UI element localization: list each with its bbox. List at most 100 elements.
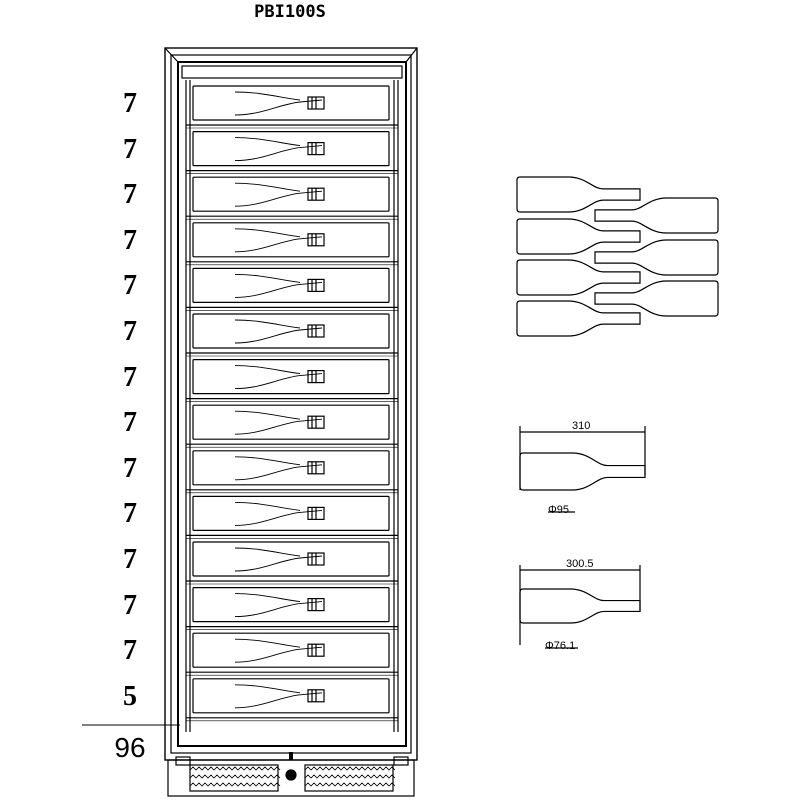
model-title: PBI100S [254, 2, 326, 22]
bottle-outline [234, 509, 323, 526]
stacked-bottle [516, 300, 641, 337]
shelf-count-label: 7 [123, 179, 137, 211]
wine-shelf [186, 586, 398, 630]
shelf-tray [192, 131, 390, 167]
bottle-outline [234, 236, 323, 253]
shelf-count-label: 7 [123, 635, 137, 667]
bottle-outline [234, 418, 323, 435]
shelf-count-label: 7 [123, 133, 137, 165]
bottle-large-body [519, 452, 646, 491]
vent-pattern [304, 766, 396, 771]
shelf-tray [192, 632, 390, 668]
bottle-outline [234, 456, 301, 466]
wine-shelf [186, 222, 398, 266]
bottle-outline [234, 228, 301, 238]
bottle-small-outline [519, 588, 641, 624]
bottle-outline [234, 137, 301, 147]
shelf-tray [192, 313, 390, 349]
wine-shelf [186, 313, 398, 357]
top-corner-left [164, 47, 179, 63]
shelf-count-label: 7 [123, 544, 137, 575]
total-capacity: 96 [114, 732, 146, 763]
bottle-large-dimension: 310 Φ95 [519, 420, 646, 516]
shelf-count-label: 7 [123, 88, 137, 119]
vent-pattern [304, 782, 396, 787]
shelf-tray [192, 359, 390, 395]
bottle-stack-arrangement [516, 176, 719, 337]
stacked-bottle [594, 280, 719, 317]
bottle-outline [234, 273, 301, 283]
stacked-bottle [516, 259, 641, 296]
wine-shelf [186, 267, 398, 311]
bottle-small-diameter: Φ76.1 [545, 640, 575, 652]
wine-shelf [186, 541, 398, 585]
lock-icon [285, 769, 297, 781]
shelf-count-label: 5 [123, 680, 137, 712]
shelf-count-label: 7 [123, 316, 137, 347]
bottle-outline [234, 365, 301, 375]
bottle-large-outline [519, 452, 646, 491]
bottle-outline [234, 145, 323, 162]
shelf-tray [192, 678, 390, 714]
bottle-outline [234, 99, 323, 116]
shelf-tray [192, 85, 390, 121]
wine-shelf [186, 176, 398, 220]
bottle-outline [234, 593, 301, 603]
shelf-tray [192, 495, 390, 531]
shelf-tray [192, 404, 390, 440]
bottle-small-dimension: 300.5 Φ76.1 [519, 558, 641, 652]
bottle-small-body [519, 588, 641, 624]
shelf-tray [192, 222, 390, 258]
kick-plate [167, 752, 415, 797]
bottle-outline [234, 410, 301, 420]
shelf-count-label: 7 [123, 270, 137, 302]
bottle-large-length: 310 [572, 420, 590, 432]
bottle-outline [234, 692, 323, 709]
wine-shelf [186, 632, 398, 676]
shelf-count-label: 7 [123, 361, 137, 393]
bottle-outline [234, 646, 323, 663]
door-frame [177, 61, 407, 747]
bottle-outline [234, 281, 323, 298]
stacked-bottle [594, 197, 719, 234]
wine-shelf [186, 359, 398, 402]
vent-pattern [189, 774, 281, 779]
shelf-count-label: 7 [123, 589, 137, 621]
wine-shelf [186, 131, 398, 174]
bottle-outline [234, 327, 323, 344]
bottle-outline [234, 555, 323, 572]
shelf-count-label: 7 [123, 224, 137, 256]
top-corner-right [405, 47, 418, 63]
bottle-outline [234, 319, 301, 329]
wine-shelf [186, 678, 398, 722]
foot-right [393, 756, 409, 766]
shelf-count-label: 7 [123, 452, 137, 484]
shelf-tray [192, 541, 390, 577]
bottle-outline [234, 464, 323, 481]
bottle-outline [234, 91, 301, 101]
cabinet-inner-frame [170, 54, 412, 754]
bottle-large-diameter: Φ95 [548, 504, 569, 516]
bottle-outline [234, 190, 323, 207]
stacked-bottle [516, 218, 641, 255]
bottle-small-length: 300.5 [566, 558, 594, 570]
stacked-bottle [516, 176, 641, 213]
wine-shelf [186, 404, 398, 448]
wine-shelf [186, 495, 398, 539]
shelf-tray [192, 176, 390, 212]
vent-pattern [189, 782, 281, 787]
cabinet-outer-frame [164, 47, 418, 761]
shelf-tray [192, 586, 390, 623]
cabinet-body [164, 47, 418, 761]
shelf-count-label: 7 [123, 407, 137, 439]
bottle-outline [234, 684, 301, 694]
shelf-count-label: 7 [123, 498, 137, 530]
bottle-outline [234, 182, 301, 192]
shelf-tray [192, 450, 390, 486]
key-slot [289, 752, 293, 760]
bottle-outline [234, 547, 301, 557]
vent-pattern [189, 766, 281, 771]
wine-shelf [186, 450, 398, 494]
foot-left [175, 756, 191, 766]
